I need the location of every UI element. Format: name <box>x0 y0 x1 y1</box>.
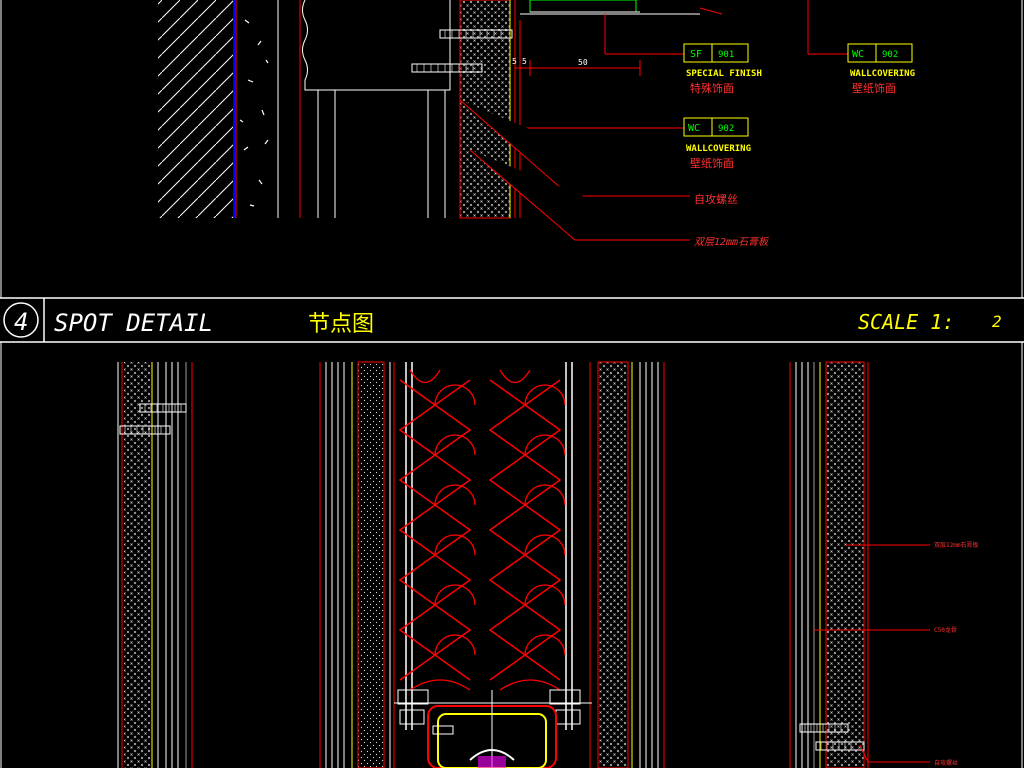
lower-detail: 双层12mm石膏板 C50龙骨 自攻螺丝 <box>0 342 1023 768</box>
concrete-fill <box>238 0 279 218</box>
upper-detail: 5 5 50 SF 901 SPECIAL FINISH 特殊饰面 WC 902… <box>0 0 1023 298</box>
screw-label: 自攻螺丝 <box>694 192 738 206</box>
sf-cn: 特殊饰面 <box>690 81 734 95</box>
screw-upper-1 <box>439 29 513 39</box>
wall-hatch <box>158 0 234 218</box>
wc2-en: WALLCOVERING <box>850 69 915 79</box>
sf-num: 901 <box>718 50 734 60</box>
wc1-en: WALLCOVERING <box>686 144 751 154</box>
wc2-num: 902 <box>882 50 898 60</box>
bottom-fixture <box>394 689 592 768</box>
stud-small-label: C50龙骨 <box>934 626 957 634</box>
center-partition <box>319 361 665 768</box>
wc2-cn: 壁纸饰面 <box>852 81 896 95</box>
detail-title-cn: 节点图 <box>308 312 374 337</box>
gypsum-small-label: 双层12mm石膏板 <box>934 541 978 549</box>
screw-upper-2 <box>411 63 483 73</box>
wc-tag-right: WC 902 WALLCOVERING 壁纸饰面 <box>847 43 915 95</box>
detail-number: 4 <box>14 308 28 336</box>
dim-5b: 5 <box>522 57 527 66</box>
wc1-num: 902 <box>718 124 734 134</box>
left-wall-section <box>117 362 193 768</box>
sf-code: SF <box>690 49 702 60</box>
gypsum-label: 双层12mm石膏板 <box>694 236 770 248</box>
dimension-group <box>459 0 848 241</box>
scale-value: 2 <box>992 312 1002 331</box>
right-wall-section: 双层12mm石膏板 C50龙骨 自攻螺丝 <box>789 361 978 768</box>
insulation-pattern <box>398 379 562 681</box>
gypsum-band <box>459 0 511 219</box>
finish-panel <box>529 0 637 13</box>
detail-number-circle <box>3 302 39 338</box>
stud-profile <box>302 0 451 91</box>
scale-label: SCALE 1: <box>858 310 954 334</box>
wc2-code: WC <box>852 49 864 60</box>
title-bar: 4 SPOT DETAIL 节点图 SCALE 1: 2 <box>0 297 1024 343</box>
sf-en: SPECIAL FINISH <box>686 69 762 79</box>
wc-tag-mid: WC 902 WALLCOVERING 壁纸饰面 <box>683 117 751 170</box>
screw-small-label: 自攻螺丝 <box>934 759 958 767</box>
detail-title: SPOT DETAIL <box>54 309 213 337</box>
sf-tag: SF 901 SPECIAL FINISH 特殊饰面 <box>683 43 762 95</box>
dim-50: 50 <box>578 58 588 67</box>
wc1-cn: 壁纸饰面 <box>690 156 734 170</box>
dim-5a: 5 <box>512 57 517 66</box>
wc1-code: WC <box>688 123 700 134</box>
